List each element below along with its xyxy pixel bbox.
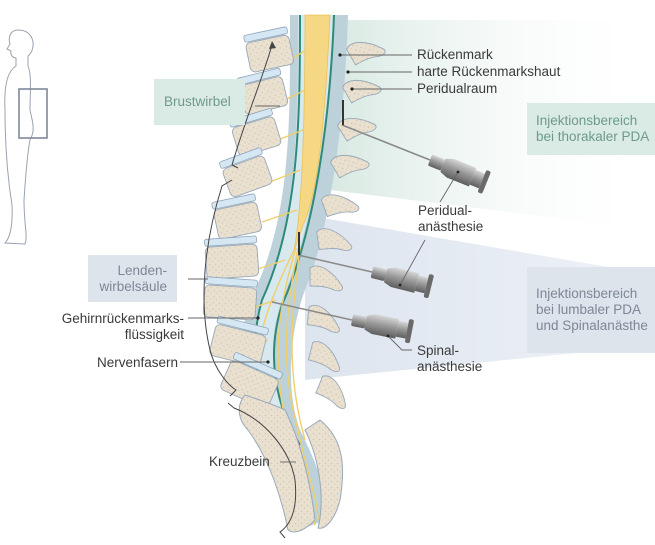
intervertebral-disc (243, 26, 288, 43)
thoracic-injection-box: Injektionsbereich bei thorakaler PDA (527, 103, 655, 155)
sacrum (238, 394, 316, 533)
leader-lines (180, 54, 459, 463)
intervertebral-disc (211, 193, 256, 210)
spine (202, 14, 386, 533)
intervertebral-disc (219, 147, 263, 169)
thoracic-injection-line1: Injektionsbereich (536, 113, 638, 128)
vertebral-body (204, 243, 260, 280)
nerve-fibers-label: Nervenfasern (96, 355, 178, 370)
spinous-process (315, 375, 346, 409)
vertebral-body (213, 201, 262, 240)
spinous-process (309, 265, 343, 292)
dura-mater-posterior (273, 14, 335, 446)
spinous-process (337, 117, 377, 142)
spinal-cord (293, 14, 331, 251)
vertebral-body (202, 284, 258, 321)
vertebra (209, 315, 269, 367)
dura-mater-label: harte Rückenmarkshaut (417, 64, 561, 79)
lumbar-spine-label-line1: Lenden- (117, 263, 167, 278)
spinous-process (307, 341, 341, 373)
region-brackets (203, 44, 297, 539)
spinal-anesthesia-line2: anästhesie (417, 359, 483, 374)
thoracic-vertebrae-label: Brustwirbel (164, 94, 231, 109)
spinal-anesthesia-label: Spinal- anästhesie (417, 343, 482, 375)
bracket-arrowhead (269, 41, 276, 49)
spinal-anesthesia-needle (271, 301, 414, 344)
spinous-process (316, 228, 353, 251)
sacrum-bracket (227, 402, 297, 539)
locator-highlight-box (18, 88, 48, 139)
thoracic-injection-line2: bei thorakaler PDA (536, 129, 650, 144)
lumbar-injection-line1: Injektionsbereich (536, 286, 638, 301)
vertebra (219, 147, 273, 198)
thoracic-bracket (231, 44, 273, 169)
csf-label: Gehirnrückenmarks- flüssigkeit (34, 311, 184, 343)
spinal-anesthesia-line1: Spinal- (417, 343, 460, 358)
csf-line1: Gehirnrückenmarks- (61, 311, 184, 326)
sacrum-posterior (304, 419, 344, 529)
thoracic-injection-zone (330, 20, 655, 230)
sacrum-label: Kreuzbein (209, 454, 270, 469)
vertebra (236, 67, 289, 115)
spinal-cord-label: Rückenmark (417, 47, 493, 62)
vertebra (243, 26, 294, 73)
epidural-space-label: Peridualraum (417, 81, 498, 96)
lumbar-injection-line2: bei lumbaler PDA (536, 302, 642, 317)
spinous-process (346, 41, 386, 66)
lumbar-injection-line3: und Spinalanästhe (536, 318, 648, 333)
csf-line2: flüssigkeit (124, 327, 184, 342)
lumbar-spine-box: Lenden- wirbelsäule (88, 255, 177, 302)
spinous-process (330, 154, 370, 179)
lumbar-bracket (203, 179, 237, 397)
leader-dots (256, 53, 460, 364)
vertebral-bodies (202, 26, 294, 409)
intervertebral-disc (204, 276, 258, 288)
spinous-process (342, 79, 382, 104)
vertebra (211, 193, 262, 240)
intervertebral-disc (216, 315, 269, 336)
lumbar-epidural-needle (297, 232, 434, 298)
vertebra (202, 276, 258, 321)
epidural-anesthesia-line2: anästhesie (418, 219, 484, 234)
epidural-anesthesia-line1: Peridual- (418, 203, 473, 218)
intervertebral-disc (204, 235, 258, 247)
lumbar-spine-label-line2: wirbelsäule (99, 279, 167, 294)
intervertebral-disc (232, 352, 283, 380)
epidural-anesthesia-label: Peridual- anästhesie (418, 203, 483, 235)
thoracic-vertebrae-box: Brustwirbel (154, 79, 245, 125)
lumbar-injection-box: Injektionsbereich bei lumbaler PDA und S… (527, 267, 655, 353)
spinous-process (320, 194, 360, 218)
vertebra (204, 235, 260, 280)
human-silhouette-icon (3, 29, 34, 245)
